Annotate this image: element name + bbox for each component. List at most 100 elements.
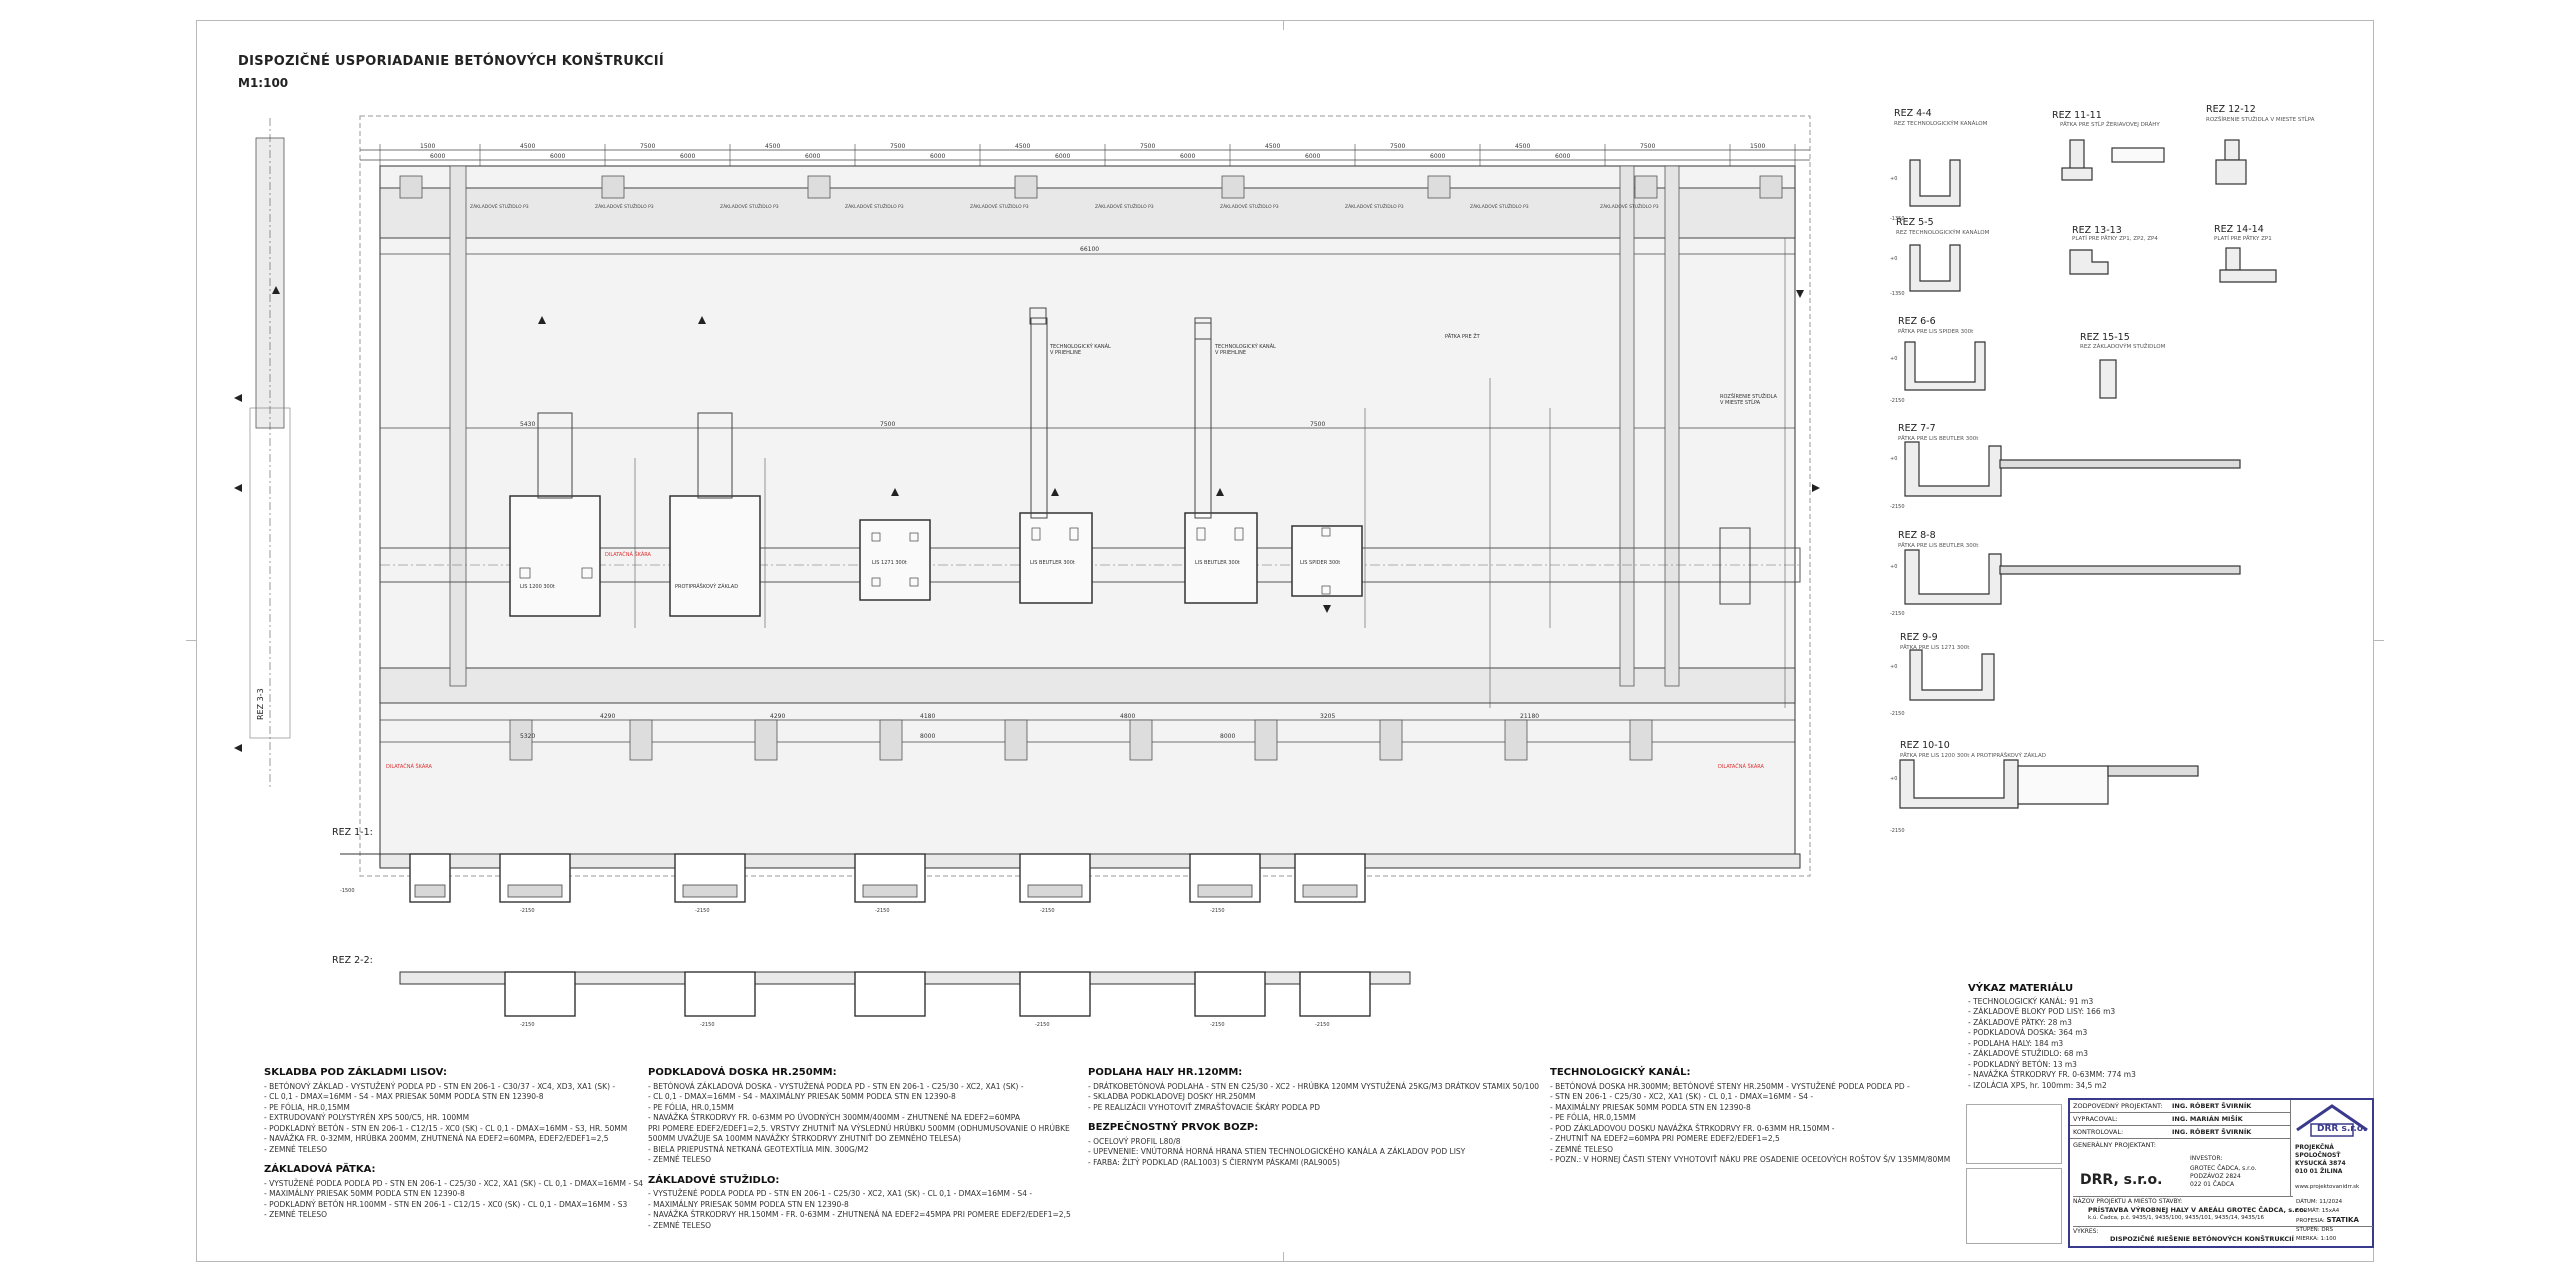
- project: PRÍSTAVBA VÝROBNEJ HALY V AREÁLI GROTEC …: [2088, 1206, 2306, 1222]
- section-14-14-sub: PLATÍ PRE PÄTKY ZP1: [2214, 236, 2272, 242]
- svg-text:-2150: -2150: [1210, 1022, 1225, 1028]
- project-line: PRÍSTAVBA VÝROBNEJ HALY V AREÁLI GROTEC …: [2088, 1206, 2307, 1214]
- svg-text:TECHNOLOGICKÝ KANÁL: TECHNOLOGICKÝ KANÁL: [1049, 343, 1111, 350]
- svg-text:6000: 6000: [1180, 153, 1195, 160]
- material-line: - ZÁKLADOVÉ PÄTKY: 28 m3: [1968, 1017, 2072, 1027]
- project-line: k.ú. Čadca, p.č. 9435/1, 9435/100, 9435/…: [2088, 1215, 2264, 1221]
- section-4-4-sub: REZ TECHNOLOGICKÝM KANÁLOM: [1894, 121, 1988, 127]
- meta-key: FORMÁT:: [2296, 1208, 2321, 1214]
- svg-text:LIS 1271 300t: LIS 1271 300t: [872, 560, 907, 566]
- section-9-9-sub: PÄTKA PRE LIS 1271 300t: [1900, 645, 1970, 651]
- svg-text:LIS 1200 300t: LIS 1200 300t: [520, 584, 555, 590]
- note-line: - ZEMNÉ TELESO: [264, 1144, 328, 1154]
- tb-label: VYPRACOVAL:: [2073, 1115, 2118, 1123]
- section-15-15-sub: REZ ZÁKLADOVÝM STUŽIDLOM: [2080, 344, 2166, 350]
- section-12-12-label: REZ 12-12: [2206, 104, 2256, 115]
- svg-text:21180: 21180: [1520, 713, 1539, 720]
- svg-text:+0: +0: [1890, 564, 1897, 570]
- svg-text:-2150: -2150: [1890, 828, 1905, 834]
- svg-text:-2150: -2150: [1890, 711, 1905, 717]
- drawing-scale: M1:100: [238, 76, 289, 90]
- material-line: - TECHNOLOGICKÝ KANÁL: 91 m3: [1968, 996, 2094, 1006]
- logo-text: DRR s.r.o.: [2317, 1124, 2367, 1134]
- svg-text:+0: +0: [1890, 456, 1897, 462]
- note-line: - FARBA: ŽLTÝ PODKLAD (RAL1003) S ČIERNY…: [1088, 1157, 1340, 1167]
- firm-info: PROJEKČNÁ SPOLOČNOSŤ KYSUCKÁ 3874 010 01…: [2295, 1144, 2373, 1176]
- svg-text:7500: 7500: [640, 143, 655, 150]
- material-line: - ZÁKLADOVÉ STUŽIDLO: 68 m3: [1968, 1049, 2088, 1058]
- notes-column-1: SKLADBA POD ZÁKLADMI LISOV: - BETÓNOVÝ Z…: [264, 1067, 643, 1221]
- section-15-15-label: REZ 15-15: [2080, 332, 2130, 343]
- svg-text:ZÁKLADOVÉ STUŽIDLO P3: ZÁKLADOVÉ STUŽIDLO P3: [1470, 202, 1529, 210]
- section-10-10-sub: PÄTKA PRE LIS 1200 300t A PROTIPRÁŠKOVÝ …: [1900, 753, 2046, 759]
- note-line: - BETÓNOVÁ DOSKA HR.300MM; BETÓNOVÉ STEN…: [1550, 1081, 1910, 1091]
- meta-key: PROFESIA:: [2296, 1218, 2325, 1224]
- sheet-tick: [1283, 20, 1284, 30]
- svg-text:4500: 4500: [1515, 143, 1530, 150]
- svg-text:4290: 4290: [600, 713, 615, 720]
- section-10-10-label: REZ 10-10: [1900, 740, 1950, 751]
- note-line: - ZEMNÉ TELESO: [648, 1155, 712, 1164]
- notes-heading: TECHNOLOGICKÝ KANÁL:: [1550, 1067, 1691, 1078]
- note-line: - STN EN 206-1 - C25/30 - XC2, XA1 (SK) …: [1550, 1092, 1814, 1101]
- svg-text:-2150: -2150: [700, 1022, 715, 1028]
- note-line: - DRÁTKOBETÓNOVÁ PODLAHA - STN EN C25/30…: [1088, 1081, 1539, 1091]
- svg-text:ZÁKLADOVÉ STUŽIDLO P3: ZÁKLADOVÉ STUŽIDLO P3: [595, 202, 654, 210]
- notes-heading: ZÁKLADOVÁ PÄTKA:: [264, 1164, 376, 1175]
- notes-heading: SKLADBA POD ZÁKLADMI LISOV:: [264, 1067, 447, 1078]
- svg-text:ZÁKLADOVÉ STUŽIDLO P3: ZÁKLADOVÉ STUŽIDLO P3: [1095, 202, 1154, 210]
- sheet-tick: [1283, 1252, 1284, 1262]
- tb-label: KONTROLOVAL:: [2073, 1128, 2124, 1136]
- tb-value: ING. RÓBERT ŠVIRNÍK: [2172, 1102, 2252, 1110]
- tb-label: GENERÁLNY PROJEKTANT:: [2073, 1141, 2156, 1149]
- svg-text:-1350: -1350: [1890, 216, 1905, 222]
- svg-text:LIS SPIDER 300t: LIS SPIDER 300t: [1300, 560, 1340, 566]
- meta-value: 11/2024: [2319, 1199, 2343, 1205]
- section-13-13-sub: PLATÍ PRE PÄTKY ZP1, ZP2, ZP4: [2072, 236, 2158, 242]
- notes-heading: ZÁKLADOVÉ STUŽIDLO:: [648, 1174, 780, 1186]
- logo-area: DRR s.r.o. PROJEKČNÁ SPOLOČNOSŤ KYSUCKÁ …: [2290, 1100, 2373, 1196]
- note-line: 500MM UVAŽUJE SA 100MM NAVÁŽKY ŠTRKODRVY…: [648, 1134, 961, 1143]
- svg-text:6000: 6000: [680, 153, 695, 160]
- svg-text:-2150: -2150: [1315, 1022, 1330, 1028]
- investor-line: GROTEC ČADCA, s.r.o.: [2190, 1165, 2257, 1172]
- note-line: - PE FÓLIA, HR.0,15MM: [648, 1102, 734, 1112]
- meta-table: DÁTUM: 11/2024 FORMÁT: 15xA4 PROFESIA: S…: [2296, 1198, 2359, 1244]
- meta-key: DÁTUM:: [2296, 1199, 2318, 1205]
- meta-value: STATIKA: [2326, 1216, 2359, 1224]
- title-block: ZODPOVEDNÝ PROJEKTANT: ING. RÓBERT ŠVIRN…: [2068, 1098, 2374, 1248]
- tb-row-general: GENERÁLNY PROJEKTANT:: [2070, 1139, 2290, 1152]
- note-line: - VYSTUŽENÉ PODĽA PODĽA PD - STN EN 206-…: [648, 1189, 1033, 1198]
- notes-column-4: TECHNOLOGICKÝ KANÁL: - BETÓNOVÁ DOSKA HR…: [1550, 1067, 1951, 1166]
- material-line: - PODKLADOVÁ DOSKA: 364 m3: [1968, 1028, 2088, 1037]
- material-line: - PODLAHA HALY: 184 m3: [1968, 1038, 2064, 1048]
- material-line: - ZÁKLADOVÉ BLOKY POD LISY: 166 m3: [1968, 1007, 2116, 1016]
- svg-text:+0: +0: [1890, 776, 1897, 782]
- note-line: - PE REALIZÁCII VYHOTOVIŤ ZMRAŠŤOVACIE Š…: [1088, 1102, 1321, 1112]
- firm-web: www.projektovanidrr.sk: [2295, 1184, 2360, 1190]
- svg-text:V PRIEHLINE: V PRIEHLINE: [1050, 350, 1081, 356]
- note-line: - PODKLADNÝ BETÓN - STN EN 206-1 - C12/1…: [264, 1123, 628, 1133]
- section-6-6-sub: PÄTKA PRE LIS SPIDER 300t: [1898, 329, 1974, 335]
- note-line: - CL 0,1 - DMAX=16MM - S4 - MAXIMÁLNY PR…: [648, 1092, 956, 1101]
- material-line: - PODKLADNÝ BETÓN: 13 m3: [1968, 1059, 2077, 1069]
- stamp-box: [1966, 1104, 2062, 1164]
- tb-row-author: VYPRACOVAL: ING. MARIÁN MIŠÍK: [2070, 1113, 2290, 1126]
- note-line: - UPEVNENIE: VNÚTORNÁ HORNÁ HRANA STIEN …: [1088, 1147, 1466, 1156]
- svg-text:7500: 7500: [890, 143, 905, 150]
- section-6-6-label: REZ 6-6: [1898, 316, 1936, 327]
- svg-text:6000: 6000: [1555, 153, 1570, 160]
- investor: GROTEC ČADCA, s.r.o. PODZÁVOZ 2824 022 0…: [2190, 1165, 2256, 1189]
- svg-text:6000: 6000: [1055, 153, 1070, 160]
- note-line: - POZN.: V HORNEJ ČASTI STENY VYHOTOVIŤ …: [1550, 1155, 1951, 1164]
- note-line: - MAXIMÁLNY PRIESAK 50MM PODĽA STN EN 12…: [648, 1199, 849, 1209]
- note-line: - NAVÁŽKA FR. 0-32MM, HRÚBKA 200MM, ZHUT…: [264, 1134, 609, 1143]
- section-5-5-label: REZ 5-5: [1896, 217, 1934, 228]
- material-summary: VÝKAZ MATERIÁLU - TECHNOLOGICKÝ KANÁL: 9…: [1968, 983, 2136, 1091]
- svg-text:4500: 4500: [1015, 143, 1030, 150]
- sheet-tick: [186, 640, 196, 641]
- drawing-sheet-border: [196, 20, 2374, 1262]
- note-line: - POD ZÁKLADOVOU DOSKU NAVÁŽKA ŠTRKODRVY…: [1550, 1123, 1835, 1133]
- svg-text:1500: 1500: [1750, 143, 1765, 150]
